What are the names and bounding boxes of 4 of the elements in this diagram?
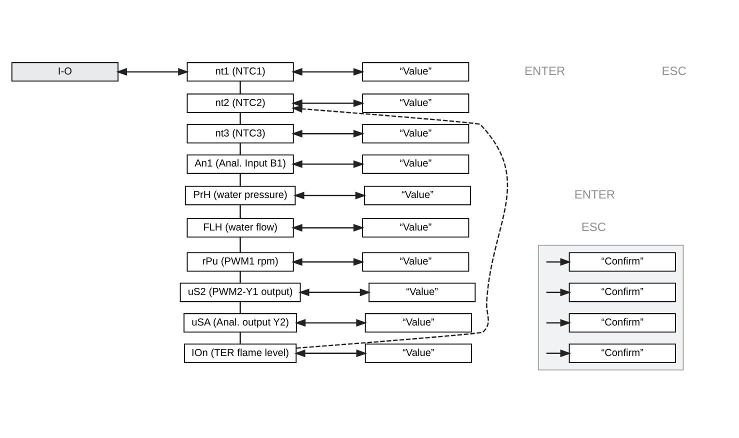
label: ENTER bbox=[524, 63, 566, 78]
label: ESC bbox=[581, 219, 606, 234]
label: ESC bbox=[662, 63, 686, 78]
label: ENTER bbox=[574, 187, 615, 202]
